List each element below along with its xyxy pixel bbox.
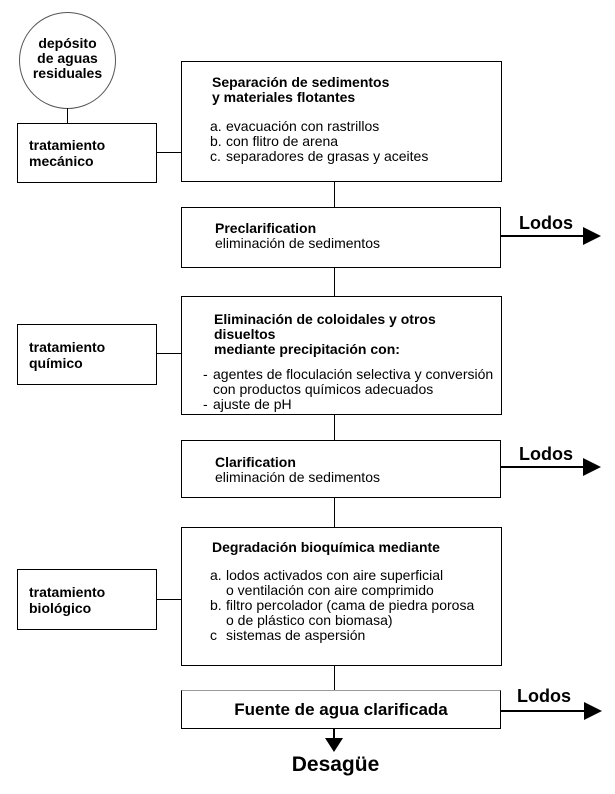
- waste-water-reservoir-label: depósito de aguas residuales: [32, 35, 103, 81]
- drain-arrow-head: [325, 738, 343, 752]
- sludge-arrow-2-head: [583, 458, 601, 476]
- drain-label: Desagüe: [291, 753, 380, 776]
- sludge-arrow-3-line: [501, 710, 585, 712]
- biodegradation-title: Degradación bioquímica mediante: [212, 539, 440, 555]
- chemical-treatment-label: tratamiento químico: [29, 338, 106, 371]
- flow-spine-segment-2: [334, 267, 335, 297]
- list-item: c sistemas de aspersión: [210, 628, 501, 643]
- chemical-elimination-box: Eliminación de coloidales y otros disuel…: [181, 296, 502, 415]
- list-item: b. filtro percolador (cama de piedra por…: [210, 598, 501, 628]
- biological-treatment-box: tratamiento biológico: [17, 569, 157, 630]
- item-text: agentes de floculación selectiva y conve…: [213, 366, 494, 397]
- preclarification-title: Preclarification: [215, 220, 317, 236]
- item-text: evacuación con rastrillos: [226, 118, 380, 134]
- biodegradation-list: a. lodos activados con aire superficial …: [210, 568, 501, 643]
- mechanical-treatment-box: tratamiento mecánico: [17, 123, 157, 183]
- connector-biological: [156, 599, 181, 600]
- item-text: lodos activados con aire superficial o v…: [226, 567, 444, 598]
- item-marker: -: [203, 366, 208, 382]
- list-item: - agentes de floculación selectiva y con…: [203, 367, 501, 397]
- item-marker: c.: [210, 148, 221, 164]
- list-item: c. separadores de grasas y aceites: [210, 149, 501, 164]
- list-item: - ajuste de pH: [203, 397, 501, 412]
- clarified-water-label: Fuente de agua clarificada: [234, 699, 448, 719]
- biodegradation-box: Degradación bioquímica mediante a. lodos…: [181, 527, 502, 666]
- item-text: sistemas de aspersión: [226, 627, 366, 643]
- item-marker: b.: [210, 133, 222, 149]
- item-text: separadores de grasas y aceites: [226, 148, 429, 164]
- flow-spine-segment-4: [334, 497, 335, 528]
- clarification-title: Clarification: [215, 454, 296, 470]
- chemical-elimination-title: Eliminación de coloidales y otros disuel…: [214, 311, 436, 357]
- item-marker: b.: [210, 597, 222, 613]
- clarified-water-box: Fuente de agua clarificada: [181, 690, 501, 729]
- sludge-arrow-3-head: [584, 702, 602, 720]
- flow-spine-segment-3: [334, 414, 335, 441]
- sludge-label-1: Lodos: [519, 213, 573, 233]
- item-marker: a.: [210, 567, 222, 583]
- chemical-elimination-list: - agentes de floculación selectiva y con…: [203, 367, 501, 412]
- item-text: con flitro de arena: [226, 133, 339, 149]
- flow-spine-segment-1: [334, 181, 335, 207]
- list-item: a. lodos activados con aire superficial …: [210, 568, 501, 598]
- separation-box: Separación de sedimentos y materiales fl…: [181, 61, 502, 182]
- separation-list: a. evacuación con rastrillos b. con flit…: [210, 119, 501, 164]
- sludge-arrow-2-line: [500, 466, 584, 468]
- chemical-treatment-box: tratamiento químico: [17, 324, 157, 385]
- item-marker: -: [203, 396, 208, 412]
- item-marker: a.: [210, 118, 222, 134]
- preclarification-subtitle: eliminación de sedimentos: [215, 235, 380, 251]
- sludge-arrow-1-head: [583, 227, 601, 245]
- item-marker: c: [210, 627, 217, 643]
- sludge-label-2: Lodos: [519, 444, 573, 464]
- list-item: a. evacuación con rastrillos: [210, 119, 501, 134]
- flow-spine-segment-5: [334, 665, 335, 691]
- sludge-label-3: Lodos: [517, 686, 571, 706]
- connector-circle-to-mechanical: [67, 108, 68, 124]
- list-item: b. con flitro de arena: [210, 134, 501, 149]
- biological-treatment-label: tratamiento biológico: [29, 583, 106, 616]
- clarification-subtitle: eliminación de sedimentos: [215, 469, 380, 485]
- sludge-arrow-1-line: [500, 235, 584, 237]
- drain-arrow-line: [333, 728, 335, 740]
- separation-title: Separación de sedimentos y materiales fl…: [212, 74, 390, 105]
- preclarification-box: Preclarification eliminación de sediment…: [181, 207, 501, 268]
- connector-chemical: [156, 353, 181, 354]
- item-text: ajuste de pH: [213, 396, 292, 412]
- mechanical-treatment-label: tratamiento mecánico: [29, 137, 106, 169]
- clarification-box: Clarification eliminación de sedimentos: [181, 440, 501, 498]
- waste-water-reservoir-circle: depósito de aguas residuales: [19, 12, 116, 109]
- item-text: filtro percolador (cama de piedra porosa…: [226, 597, 475, 628]
- connector-mechanical: [156, 152, 181, 153]
